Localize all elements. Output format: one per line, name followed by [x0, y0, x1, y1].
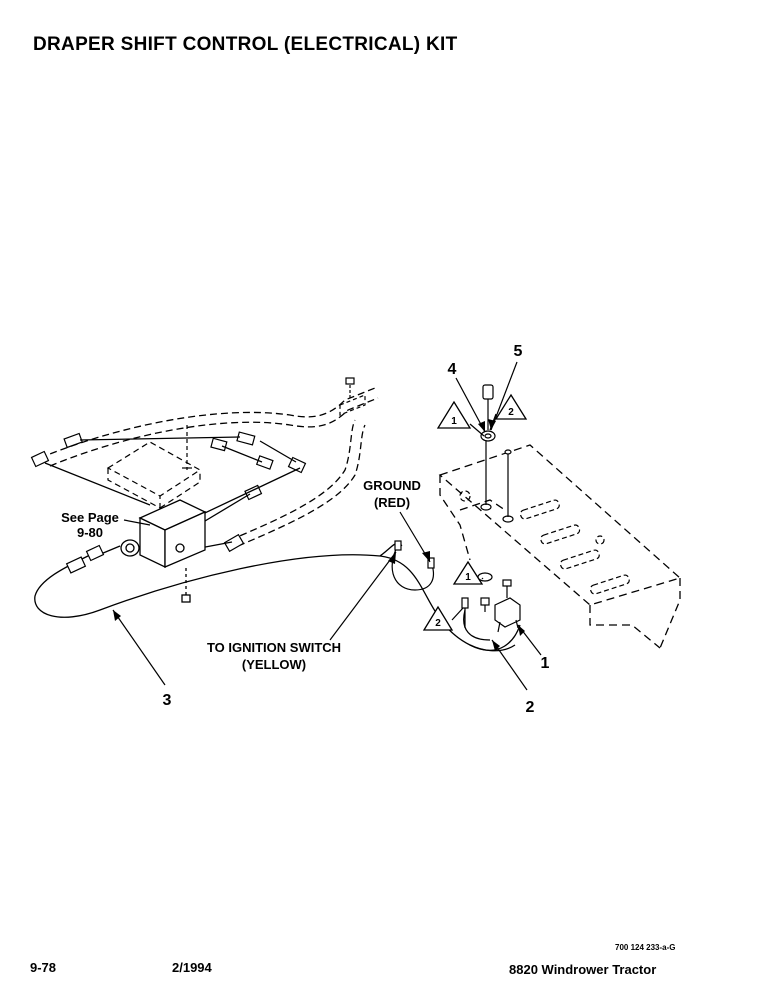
model-name: 8820 Windrower Tractor [509, 962, 657, 977]
see-page-label: See Page [61, 510, 119, 525]
toggle-switch [477, 572, 521, 633]
note-marker-2: 2 [435, 618, 441, 629]
console-frame [438, 444, 682, 649]
rear-fittings [339, 377, 366, 416]
valve-mount-bracket [106, 441, 202, 510]
leader-arrowheads [113, 419, 525, 651]
ignition-label: TO IGNITION SWITCH [207, 640, 341, 655]
note-triangle-2-upper: 2 [494, 393, 528, 420]
callout-1: 1 [541, 655, 550, 672]
ignition-color-label: (YELLOW) [242, 657, 306, 672]
page-number: 9-78 [30, 960, 57, 975]
note-marker-1: 1 [451, 416, 457, 427]
publication-date: 2/1994 [172, 960, 212, 975]
callout-3: 3 [163, 692, 172, 709]
leader-lines [112, 361, 542, 691]
note-marker-2: 2 [508, 407, 514, 418]
callout-2: 2 [526, 699, 535, 716]
drawing-number: 700 124 233-a-G [615, 943, 676, 952]
note-triangle-2-lower: 2 [422, 605, 454, 631]
callout-4: 4 [448, 361, 457, 378]
ground-wire [391, 540, 435, 591]
solenoid-valve [120, 499, 207, 603]
switch-lead [461, 597, 469, 628]
page-title: DRAPER SHIFT CONTROL (ELECTRICAL) KIT [33, 34, 458, 55]
switch-shaft [480, 384, 512, 517]
note-marker-1: 1 [465, 572, 471, 583]
harness-connector [65, 544, 105, 574]
callout-5: 5 [514, 343, 523, 360]
wiring-harness [34, 543, 521, 652]
note-triangle-1-lower: 1 [452, 560, 484, 585]
ground-label: GROUND [363, 478, 421, 493]
console-slots [459, 490, 630, 595]
mount-bolt [182, 425, 192, 470]
hydraulic-hoses [39, 387, 379, 547]
ground-color-label: (RED) [374, 495, 410, 510]
note-triangle-1-upper: 1 [436, 400, 472, 429]
see-page-number: 9-80 [77, 525, 103, 540]
